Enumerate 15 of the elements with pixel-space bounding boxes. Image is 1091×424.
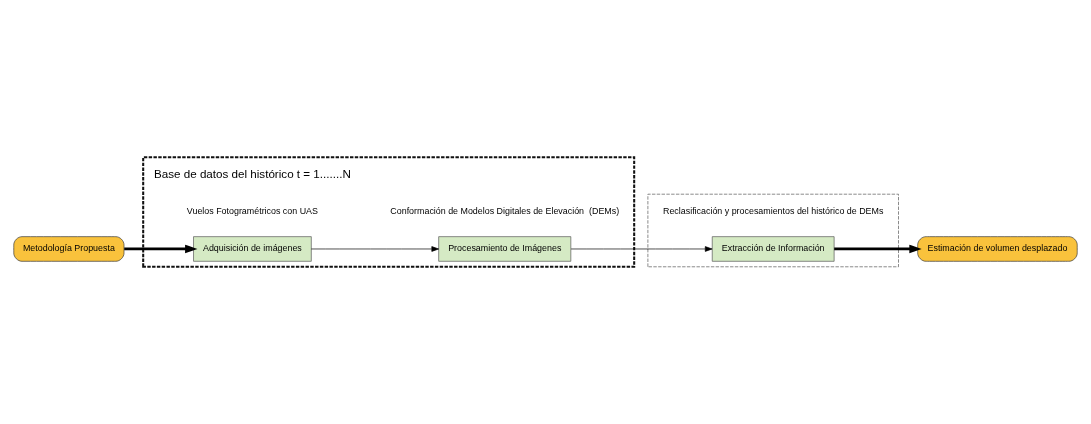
- cluster: [647, 193, 899, 268]
- node-box: Extracción de Información: [711, 236, 835, 262]
- node-box: Procesamiento de Imágenes: [438, 236, 572, 262]
- arrow: [310, 246, 439, 252]
- node-label: Reclasificación y procesamientos del histórico de DEMs: [662, 206, 884, 217]
- node-label: Conformación de Modelos Digitales de Elevación (DEMs): [390, 206, 620, 217]
- node-box: Adquisición de imágenes: [193, 236, 312, 262]
- node-label: Vuelos Fotogramétricos con UAS: [186, 206, 318, 217]
- node-box: Estimación de volumen desplazado: [917, 236, 1078, 262]
- arrow: [570, 246, 713, 252]
- node-box: Metodología Propuesta: [13, 236, 125, 262]
- arrow: [124, 244, 198, 254]
- label: Base de datos del histórico t = 1.......N: [154, 166, 351, 180]
- arrow: [834, 244, 922, 254]
- cluster: [142, 156, 636, 268]
